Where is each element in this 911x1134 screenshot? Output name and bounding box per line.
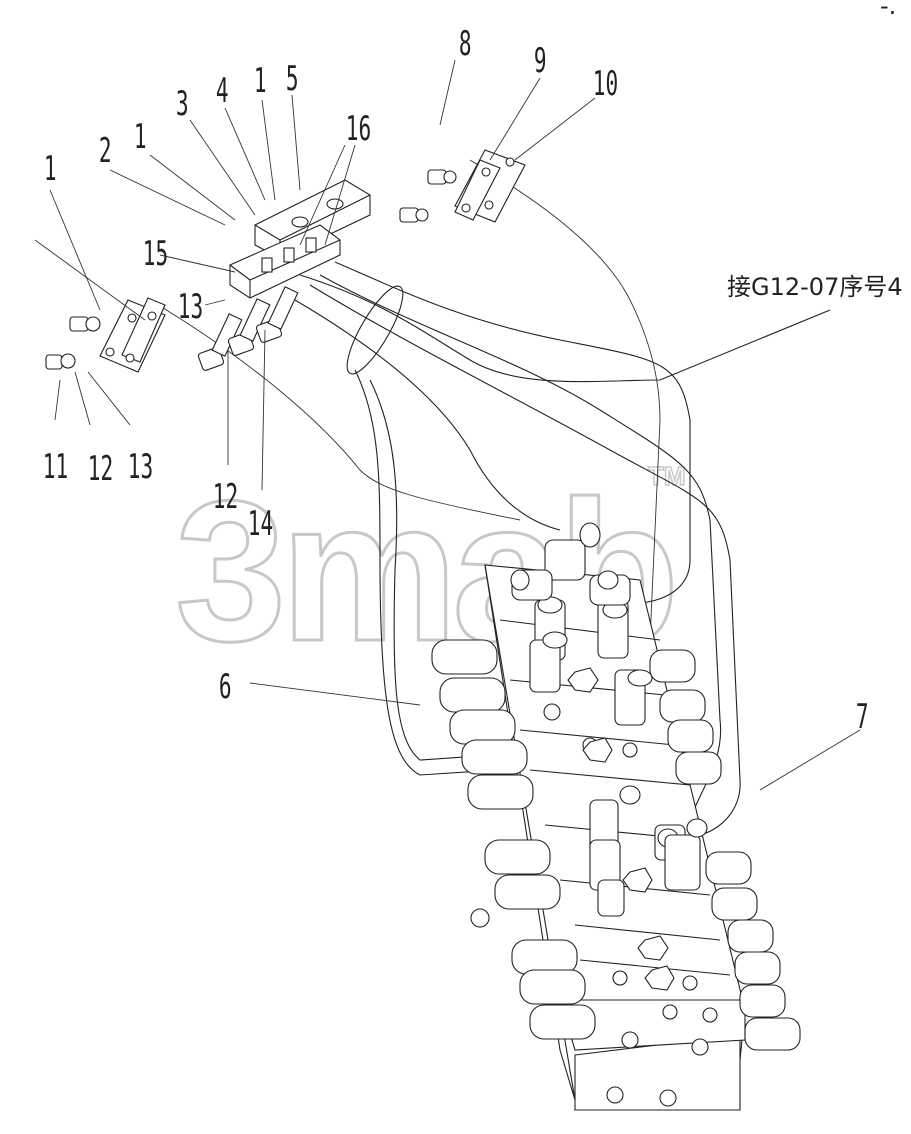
fitting-icon	[589, 570, 631, 606]
fitting-icon	[510, 569, 553, 601]
bolt-icon	[427, 169, 457, 185]
fitting-icon	[544, 522, 601, 581]
bolt-icon	[399, 207, 429, 223]
fitting-icon	[597, 599, 629, 659]
callout-9: 9	[534, 41, 547, 81]
leader-lines	[34, 59, 861, 791]
bolt-stack	[197, 286, 299, 371]
callout-13a: 13	[128, 447, 153, 487]
callout-16: 16	[346, 109, 371, 149]
clamp-plate-top	[399, 149, 526, 223]
callout-7: 7	[856, 697, 869, 737]
corner-mark: -.	[880, 0, 896, 20]
callout-13b: 13	[178, 287, 203, 327]
callout-8: 8	[459, 24, 472, 64]
callout-14: 14	[248, 504, 273, 544]
bolt-icon	[255, 286, 299, 343]
hose-fittings	[510, 522, 708, 917]
callout-10: 10	[593, 64, 618, 104]
callout-5: 5	[286, 59, 299, 99]
clamp-plate-left	[45, 297, 166, 373]
watermark-trademark: TM	[648, 461, 686, 491]
callout-15: 15	[143, 234, 168, 274]
callout-11: 11	[43, 447, 68, 487]
fitting-icon	[597, 879, 625, 917]
callout-4: 4	[216, 71, 229, 111]
callout-2: 2	[99, 131, 112, 171]
valve-spool-ends-left	[431, 639, 596, 1040]
bolt-icon	[197, 313, 243, 371]
bolt-icon	[227, 298, 271, 356]
clamp-block-lower	[229, 224, 341, 299]
hose-clamp-ring	[346, 285, 404, 375]
callouts: 1 1 1 2 3 4 5 6 7 8 9 10 11 12 12 13 13 …	[43, 24, 869, 737]
fitting-icon	[529, 631, 568, 693]
callout-1b: 1	[134, 117, 147, 157]
callout-1a: 1	[44, 149, 57, 189]
valve-spool-ends-right	[649, 649, 801, 1051]
fitting-icon	[614, 669, 653, 726]
bolt-icon	[45, 353, 76, 370]
clamp-block-upper	[254, 179, 371, 259]
callout-3: 3	[176, 84, 189, 124]
callout-1c: 1	[254, 61, 267, 101]
fitting-icon	[664, 818, 708, 891]
callout-12a: 12	[88, 449, 113, 489]
callout-6: 6	[219, 667, 232, 707]
connection-note: 接G12-07序号4	[727, 273, 903, 301]
watermark: 3mab TM	[174, 459, 687, 685]
bolt-icon	[69, 316, 101, 332]
callout-12b: 12	[213, 477, 238, 517]
